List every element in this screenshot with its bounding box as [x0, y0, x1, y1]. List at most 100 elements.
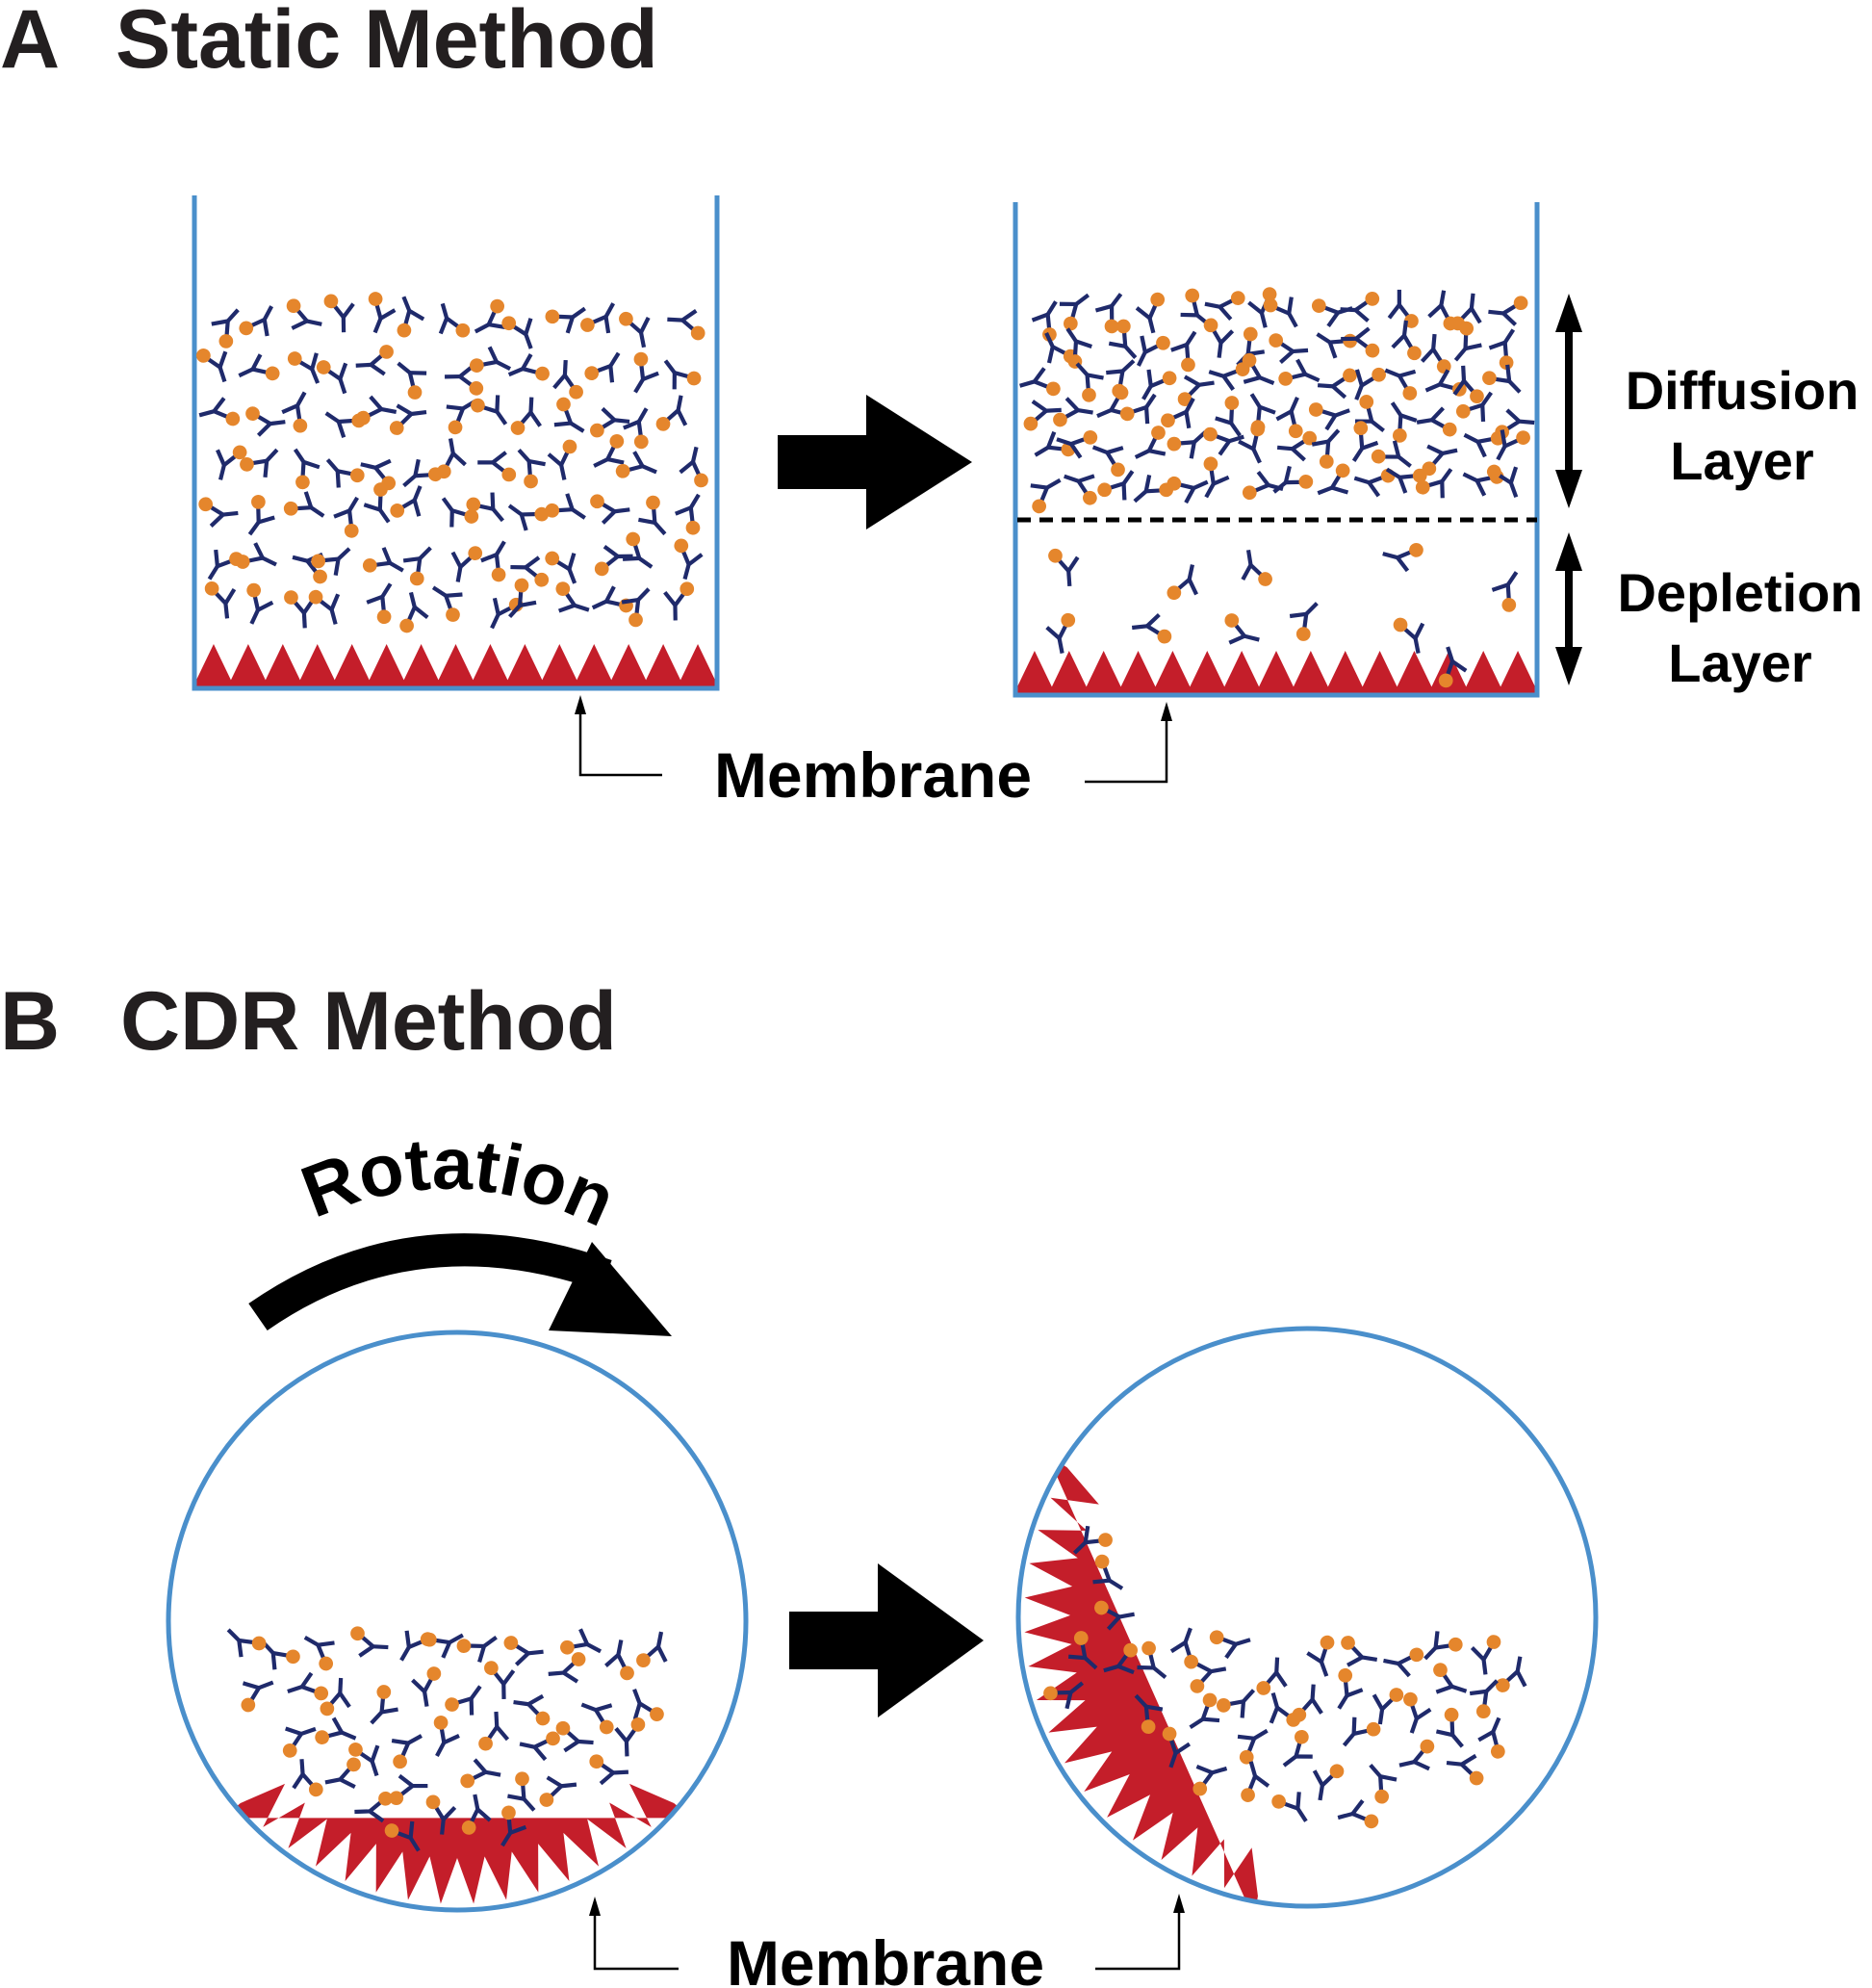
- orange-dot-icon: [1353, 421, 1369, 436]
- antibody-icon: [1172, 288, 1220, 333]
- antibody-icon: [445, 1675, 488, 1723]
- antibody-icon: [445, 366, 484, 396]
- antibody-icon: [323, 294, 353, 332]
- antibody-icon: [1180, 1692, 1228, 1736]
- antibody-icon: [316, 360, 354, 399]
- antibody-icon: [1272, 394, 1315, 439]
- antibody-icon: [433, 298, 471, 338]
- orange-dot-icon: [615, 463, 630, 478]
- antibody-icon: [1310, 1764, 1345, 1803]
- antibody-icon: [560, 1624, 605, 1668]
- antibody-icon: [1381, 453, 1427, 499]
- antibody-icon: [383, 1727, 431, 1769]
- antibody-icon: [657, 349, 702, 398]
- orange-dot-icon: [1495, 1678, 1510, 1692]
- orange-dot-icon: [589, 1754, 604, 1769]
- membrane-left-a: [196, 644, 715, 686]
- antibody-icon: [1486, 464, 1526, 503]
- antibody-icon: [386, 293, 427, 338]
- orange-dot-icon: [308, 1782, 323, 1797]
- orange-dot-icon: [436, 464, 451, 479]
- antibody-icon: [670, 489, 715, 535]
- antibody-icon: [1203, 419, 1246, 458]
- antibody-icon: [196, 349, 234, 387]
- orange-dot-icon: [674, 538, 689, 554]
- orange-dot-icon: [245, 406, 260, 422]
- orange-dot-icon: [1469, 1770, 1484, 1786]
- antibody-icon: [234, 582, 276, 628]
- antibody-particles-left-a: [194, 290, 715, 636]
- orange-dot-icon: [1404, 314, 1419, 328]
- orange-dot-icon: [1098, 1533, 1113, 1547]
- antibody-icon: [235, 539, 280, 582]
- antibody-icon: [466, 484, 510, 532]
- antibody-icon: [362, 579, 407, 625]
- orange-dot-icon: [1513, 296, 1528, 311]
- orange-dot-icon: [468, 546, 483, 560]
- orange-dot-icon: [515, 1771, 529, 1787]
- orange-dot-icon: [1482, 371, 1497, 386]
- antibody-icon: [1445, 1753, 1484, 1786]
- orange-dot-icon: [320, 1701, 335, 1717]
- antibody-icon: [1346, 360, 1386, 406]
- antibody-icon: [211, 445, 247, 484]
- antibody-icon: [1463, 1673, 1511, 1719]
- antibody-icon: [1203, 318, 1234, 359]
- antibody-icon: [329, 493, 374, 538]
- antibody-icon: [422, 1618, 468, 1663]
- antibody-icon: [1067, 1519, 1113, 1567]
- antibody-icon: [411, 1666, 442, 1708]
- static-beaker-before: [192, 195, 720, 691]
- orange-dot-icon: [1242, 485, 1257, 501]
- orange-dot-icon: [1292, 1707, 1307, 1722]
- orange-dot-icon: [378, 1791, 393, 1806]
- orange-dot-icon: [198, 497, 214, 512]
- orange-dot-icon: [204, 581, 219, 596]
- antibody-icon: [1336, 1710, 1381, 1758]
- antibody-icon: [436, 437, 467, 479]
- antibody-icon: [1161, 390, 1203, 438]
- antibody-icon: [1335, 1798, 1379, 1837]
- orange-dot-icon: [686, 371, 702, 386]
- orange-dot-icon: [469, 381, 484, 396]
- orange-dot-icon: [1407, 346, 1422, 361]
- antibody-icon: [198, 497, 240, 527]
- orange-dot-icon: [251, 495, 266, 509]
- antibody-icon: [386, 355, 434, 400]
- antibody-icon: [484, 1661, 514, 1699]
- orange-dot-icon: [1329, 1764, 1345, 1779]
- antibody-icon: [1090, 385, 1137, 426]
- antibody-icon: [1484, 324, 1529, 371]
- orange-dot-icon: [349, 468, 365, 483]
- orange-dot-icon: [535, 1711, 551, 1726]
- antibody-icon: [1052, 323, 1098, 369]
- antibody-icon: [1216, 1677, 1261, 1725]
- orange-dot-icon: [1167, 436, 1182, 452]
- orange-dot-icon: [218, 334, 234, 349]
- antibody-icon: [1370, 1688, 1404, 1727]
- orange-dot-icon: [265, 366, 280, 381]
- antibody-icon: [1415, 458, 1459, 506]
- antibody-icon: [279, 444, 325, 490]
- orange-dot-icon: [1365, 343, 1380, 358]
- orange-dot-icon: [1150, 292, 1166, 307]
- diffusion-layer-label-line1: Diffusion: [1626, 360, 1859, 421]
- antibody-icon: [585, 434, 632, 476]
- antibody-icon: [1242, 470, 1285, 508]
- antibody-icon: [539, 1774, 578, 1807]
- antibody-icon: [239, 297, 281, 346]
- orange-dot-icon: [1184, 1654, 1198, 1669]
- orange-dot-icon: [636, 1653, 651, 1667]
- antibody-icon: [1023, 400, 1062, 431]
- antibody-icon: [580, 294, 622, 342]
- antibody-icon: [1127, 426, 1174, 467]
- orange-dot-icon: [469, 358, 484, 373]
- orange-dot-icon: [1185, 288, 1200, 303]
- antibody-icon: [1054, 421, 1098, 460]
- antibody-icon: [505, 350, 550, 393]
- antibody-icon: [423, 579, 471, 622]
- antibody-icon: [1058, 467, 1097, 505]
- antibody-icon: [204, 581, 237, 621]
- orange-dot-icon: [1043, 1686, 1058, 1701]
- antibody-icon: [1203, 291, 1245, 322]
